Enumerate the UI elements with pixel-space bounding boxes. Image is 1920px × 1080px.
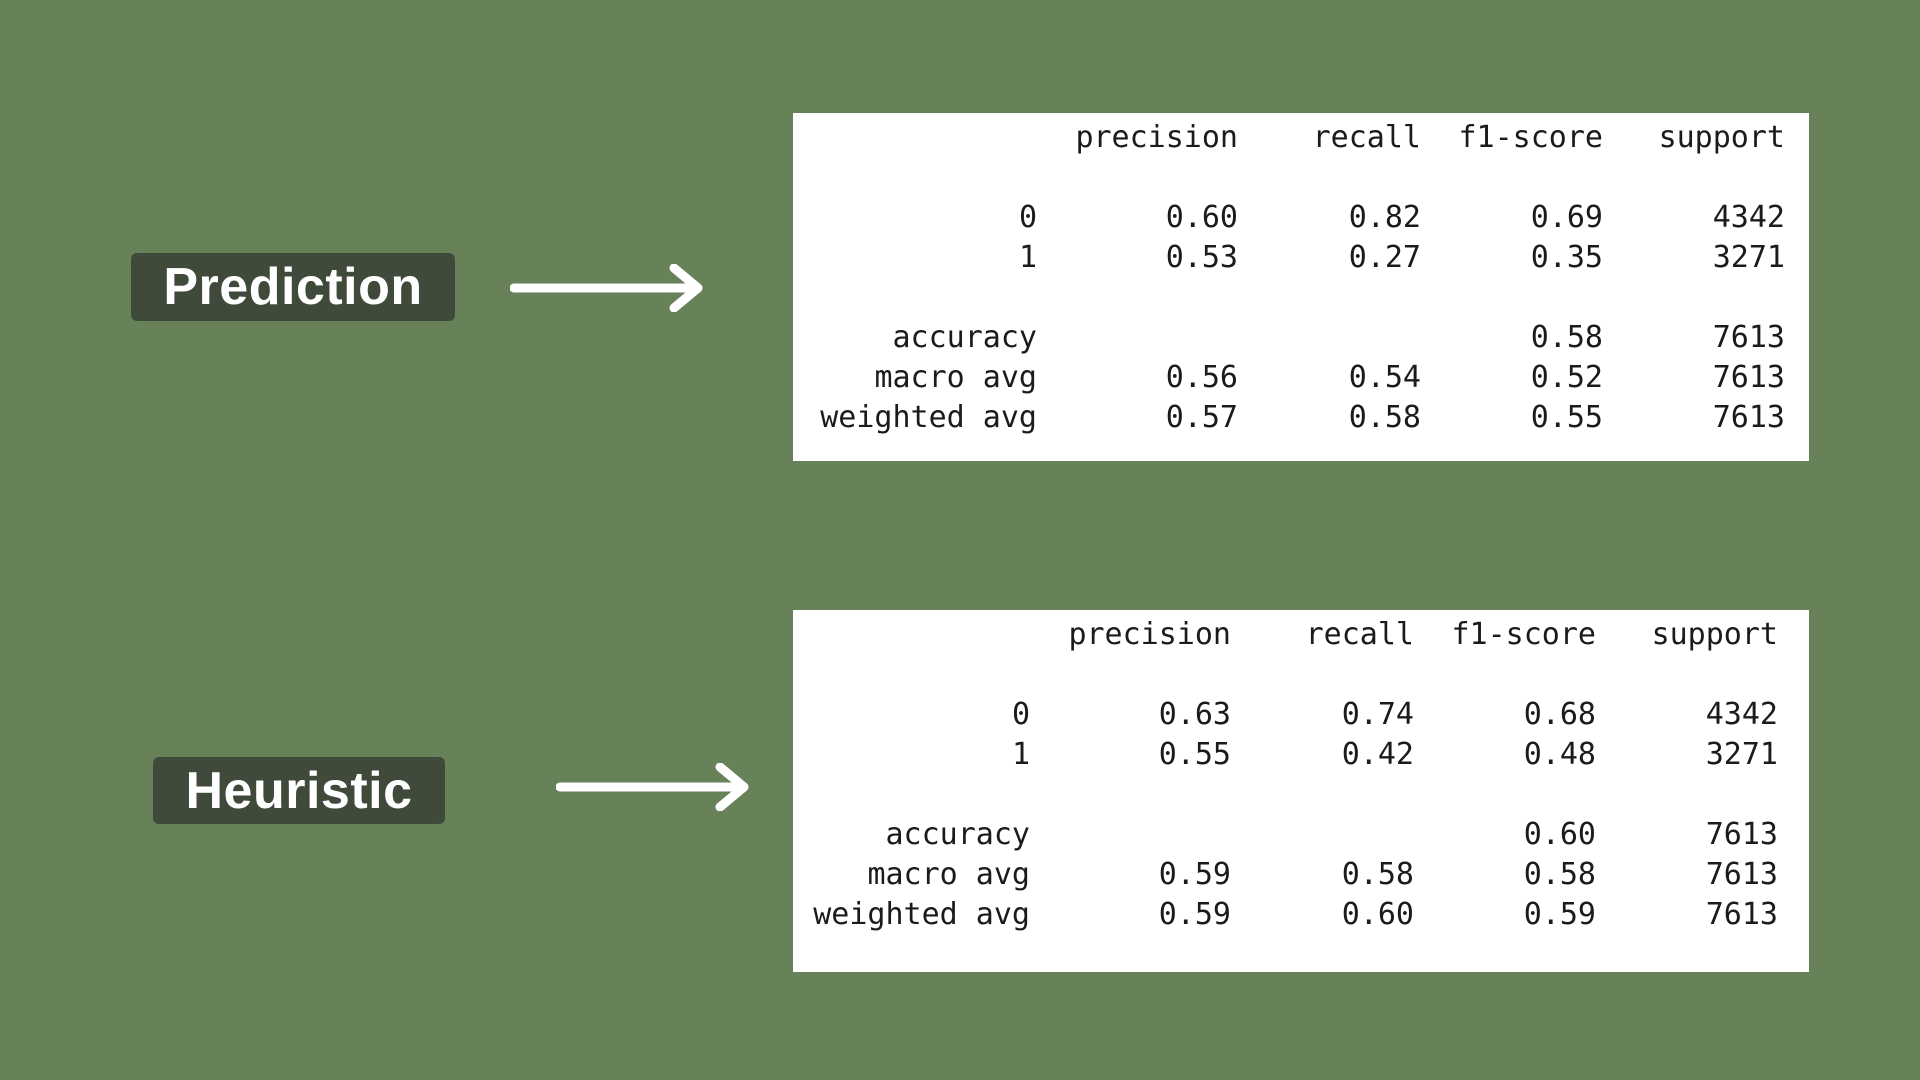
recall-value: 0.82 xyxy=(1348,199,1421,235)
f1-score-value: 0.59 xyxy=(1523,896,1596,932)
table-row: macro avg 0.56 0.54 0.52 7613 xyxy=(809,357,1785,397)
precision-value: 0.63 xyxy=(1158,696,1231,732)
row-label: macro avg xyxy=(874,359,1037,395)
f1-score-value: 0.58 xyxy=(1523,856,1596,892)
row-label: 1 xyxy=(1018,239,1037,275)
recall-value xyxy=(1238,317,1421,357)
recall-value: 0.74 xyxy=(1341,696,1414,732)
table-row: 0 0.60 0.82 0.69 4342 xyxy=(809,197,1785,237)
arrow-right-icon xyxy=(556,763,749,811)
table-row: weighted avg 0.57 0.58 0.55 7613 xyxy=(809,397,1785,437)
precision-value: 0.60 xyxy=(1165,199,1238,235)
precision-value xyxy=(1037,317,1238,357)
header-precision: precision xyxy=(1075,119,1238,155)
precision-value: 0.55 xyxy=(1158,736,1231,772)
support-value: 7613 xyxy=(1712,319,1785,355)
spacer-row xyxy=(809,157,1785,197)
table-row: macro avg 0.59 0.58 0.58 7613 xyxy=(802,854,1778,894)
support-value: 7613 xyxy=(1705,856,1778,892)
header-precision: precision xyxy=(1068,616,1231,652)
header-cell xyxy=(802,614,1030,654)
f1-score-value: 0.69 xyxy=(1530,199,1603,235)
header-recall: recall xyxy=(1312,119,1421,155)
precision-value: 0.57 xyxy=(1165,399,1238,435)
header-support: support xyxy=(1651,616,1778,652)
recall-value: 0.60 xyxy=(1341,896,1414,932)
recall-value xyxy=(1231,814,1414,854)
header-f1-score: f1-score xyxy=(1451,616,1597,652)
support-value: 3271 xyxy=(1705,736,1778,772)
row-label: 0 xyxy=(1011,696,1030,732)
f1-score-value: 0.35 xyxy=(1530,239,1603,275)
support-value: 7613 xyxy=(1705,816,1778,852)
classification-report-table: precision recall f1-score support 0 0.60… xyxy=(809,117,1785,437)
header-support: support xyxy=(1658,119,1785,155)
heuristic-classification-report: precision recall f1-score support 0 0.63… xyxy=(793,610,1809,972)
support-value: 7613 xyxy=(1712,359,1785,395)
precision-value: 0.59 xyxy=(1158,856,1231,892)
header-recall: recall xyxy=(1305,616,1414,652)
spacer-row xyxy=(802,774,1778,814)
spacer-row xyxy=(809,277,1785,317)
row-label: weighted avg xyxy=(820,399,1037,435)
support-value: 3271 xyxy=(1712,239,1785,275)
header-f1-score: f1-score xyxy=(1458,119,1604,155)
recall-value: 0.42 xyxy=(1341,736,1414,772)
f1-score-value: 0.68 xyxy=(1523,696,1596,732)
table-header-row: precision recall f1-score support xyxy=(802,614,1778,654)
row-label: accuracy xyxy=(892,319,1038,355)
arrow-right-icon xyxy=(510,264,703,312)
table-row: accuracy 0.58 7613 xyxy=(809,317,1786,357)
precision-value: 0.53 xyxy=(1165,239,1238,275)
support-value: 7613 xyxy=(1705,896,1778,932)
support-value: 7613 xyxy=(1712,399,1785,435)
f1-score-value: 0.52 xyxy=(1530,359,1603,395)
f1-score-value: 0.48 xyxy=(1523,736,1596,772)
recall-value: 0.58 xyxy=(1341,856,1414,892)
recall-value: 0.58 xyxy=(1348,399,1421,435)
row-label: 0 xyxy=(1018,199,1037,235)
table-row: weighted avg 0.59 0.60 0.59 7613 xyxy=(802,894,1778,934)
support-value: 4342 xyxy=(1712,199,1785,235)
precision-value: 0.59 xyxy=(1158,896,1231,932)
table-row: 1 0.55 0.42 0.48 3271 xyxy=(802,734,1778,774)
table-row: accuracy 0.60 7613 xyxy=(802,814,1779,854)
header-cell xyxy=(809,117,1037,157)
recall-value: 0.54 xyxy=(1348,359,1421,395)
row-label: accuracy xyxy=(885,816,1031,852)
precision-value xyxy=(1030,814,1231,854)
row-label: macro avg xyxy=(867,856,1030,892)
f1-score-value: 0.60 xyxy=(1523,816,1596,852)
table-row: 1 0.53 0.27 0.35 3271 xyxy=(809,237,1785,277)
f1-score-value: 0.55 xyxy=(1530,399,1603,435)
recall-value: 0.27 xyxy=(1348,239,1421,275)
support-value: 4342 xyxy=(1705,696,1778,732)
prediction-classification-report: precision recall f1-score support 0 0.60… xyxy=(793,113,1809,461)
classification-report-table: precision recall f1-score support 0 0.63… xyxy=(802,614,1778,934)
prediction-label: Prediction xyxy=(131,253,455,321)
heuristic-label: Heuristic xyxy=(153,757,445,824)
table-row: 0 0.63 0.74 0.68 4342 xyxy=(802,694,1778,734)
spacer-row xyxy=(802,654,1778,694)
f1-score-value: 0.58 xyxy=(1530,319,1603,355)
row-label: 1 xyxy=(1011,736,1030,772)
precision-value: 0.56 xyxy=(1165,359,1238,395)
table-header-row: precision recall f1-score support xyxy=(809,117,1785,157)
row-label: weighted avg xyxy=(813,896,1030,932)
